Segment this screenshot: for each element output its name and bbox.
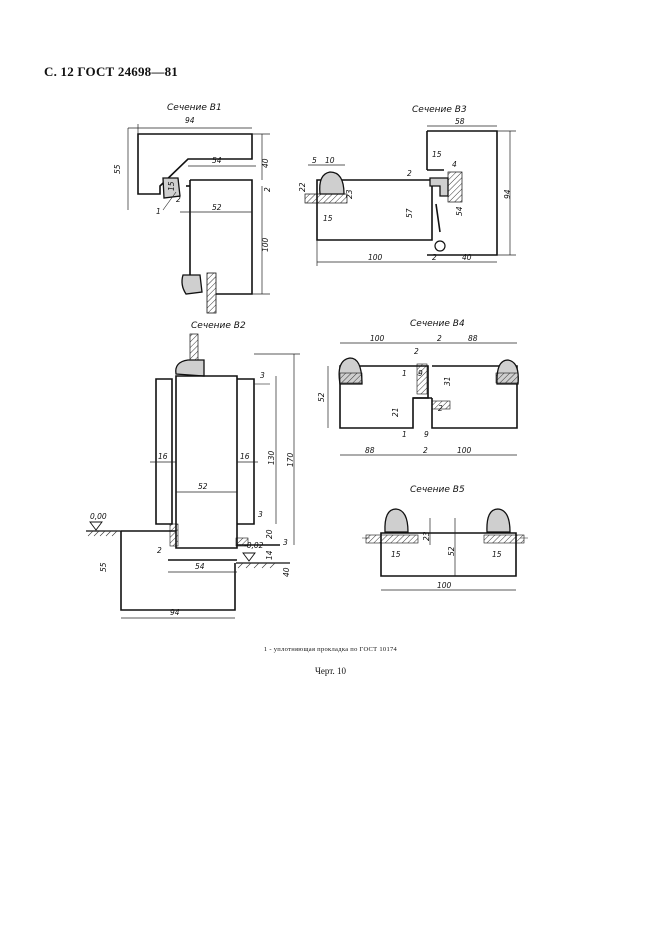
- b5-dim-100: 100: [437, 581, 452, 590]
- b3-dim-15a: 15: [432, 150, 442, 159]
- b3-dim-23: 23: [345, 189, 354, 199]
- b2-dim-54: 54: [195, 562, 205, 571]
- section-b1-title: Сечение В1: [167, 103, 222, 113]
- b4-dim-1a: 1: [402, 369, 407, 378]
- b3-dim-4: 4: [452, 160, 457, 169]
- section-b2: Сечение В2 3 16 16 130 170: [86, 321, 300, 619]
- b5-dim-15b: 15: [492, 550, 502, 559]
- b5-dim-15a: 15: [391, 550, 401, 559]
- b3-dim-22: 22: [298, 182, 307, 192]
- section-b4: Сечение В4 100 2 88 2 1 9 31 52 21 1 9 2…: [317, 319, 519, 456]
- b1-dim-gap-right: 2: [263, 187, 272, 192]
- b2-dim-14: 14: [265, 550, 274, 560]
- b4-dim-9a: 9: [418, 369, 423, 378]
- b5-dim-52: 52: [447, 546, 456, 556]
- b2-dim-3c: 3: [283, 538, 288, 547]
- section-b1: Сечение В1 94 55 54 40 15 2 2 52 100 1: [113, 103, 272, 314]
- section-b3-title: Сечение В3: [412, 105, 467, 115]
- b4-dim-2b: 2: [414, 347, 419, 356]
- b3-dim-100: 100: [368, 253, 383, 262]
- b3-dim-5: 5: [312, 156, 317, 165]
- b1-dim-inner: 52: [212, 203, 222, 212]
- b4-dim-88a: 88: [468, 334, 478, 343]
- b3-dim-top: 58: [455, 117, 465, 126]
- section-b3: Сечение В3 58 5 10 15 4 2 22 23 57 54 15…: [298, 105, 516, 266]
- b4-dim-31: 31: [443, 376, 452, 386]
- section-b2-title: Сечение В2: [191, 321, 246, 331]
- b4-dim-2c: 2: [438, 404, 443, 413]
- b3-dim-2b: 2: [432, 253, 437, 262]
- b5-dim-23: 23: [422, 531, 431, 541]
- b2-dim-2: 2: [157, 546, 162, 555]
- b1-dim-right-top: 40: [261, 158, 270, 168]
- b4-dim-52: 52: [317, 392, 326, 402]
- b3-dim-2a: 2: [407, 169, 412, 178]
- b4-dim-100b: 100: [457, 446, 472, 455]
- section-b5: Сечение В5 23 52 15 15 100: [362, 485, 528, 591]
- b2-level-1: -0,02: [244, 541, 264, 550]
- section-b5-title: Сечение В5: [410, 485, 465, 495]
- b2-dim-170: 170: [286, 452, 295, 467]
- b3-dim-54: 54: [455, 206, 464, 216]
- b2-dim-16b: 16: [240, 452, 250, 461]
- b2-dim-3b: 3: [258, 510, 263, 519]
- b2-dim-94: 94: [170, 608, 180, 617]
- b4-dim-2a: 2: [437, 334, 442, 343]
- b2-dim-55: 55: [99, 562, 108, 572]
- section-b4-title: Сечение В4: [410, 319, 465, 329]
- b1-dim-gap-left: 2: [176, 195, 181, 204]
- b2-dim-40: 40: [282, 567, 291, 577]
- b2-dim-52: 52: [198, 482, 208, 491]
- b1-dim-height: 100: [261, 237, 270, 252]
- b4-dim-100: 100: [370, 334, 385, 343]
- b4-dim-9b: 9: [424, 430, 429, 439]
- b1-dim-mid: 54: [212, 156, 222, 165]
- page-header: С. 12 ГОСТ 24698—81: [44, 64, 178, 79]
- b2-dim-130: 130: [267, 450, 276, 465]
- b1-dim-seal: 15: [167, 181, 176, 191]
- b3-dim-94: 94: [503, 189, 512, 199]
- b1-dim-left: 55: [113, 164, 122, 174]
- b4-dim-88b: 88: [365, 446, 375, 455]
- b2-dim-16a: 16: [158, 452, 168, 461]
- b1-note: 1: [156, 207, 161, 216]
- b2-dim-20: 20: [265, 529, 274, 539]
- b3-dim-40: 40: [462, 253, 472, 262]
- b2-dim-3a: 3: [260, 371, 265, 380]
- b3-dim-10: 10: [325, 156, 335, 165]
- drawing-caption: Черт. 10: [315, 666, 346, 676]
- b3-dim-15b: 15: [323, 214, 333, 223]
- b3-dim-57: 57: [405, 208, 414, 218]
- b2-level-0: 0,00: [90, 512, 107, 521]
- footnote: 1 - уплотняющая прокладка по ГОСТ 10174: [263, 646, 398, 653]
- b4-dim-21: 21: [391, 407, 400, 417]
- b4-dim-1b: 1: [402, 430, 407, 439]
- b4-dim-2d: 2: [423, 446, 428, 455]
- b1-dim-top: 94: [185, 116, 195, 125]
